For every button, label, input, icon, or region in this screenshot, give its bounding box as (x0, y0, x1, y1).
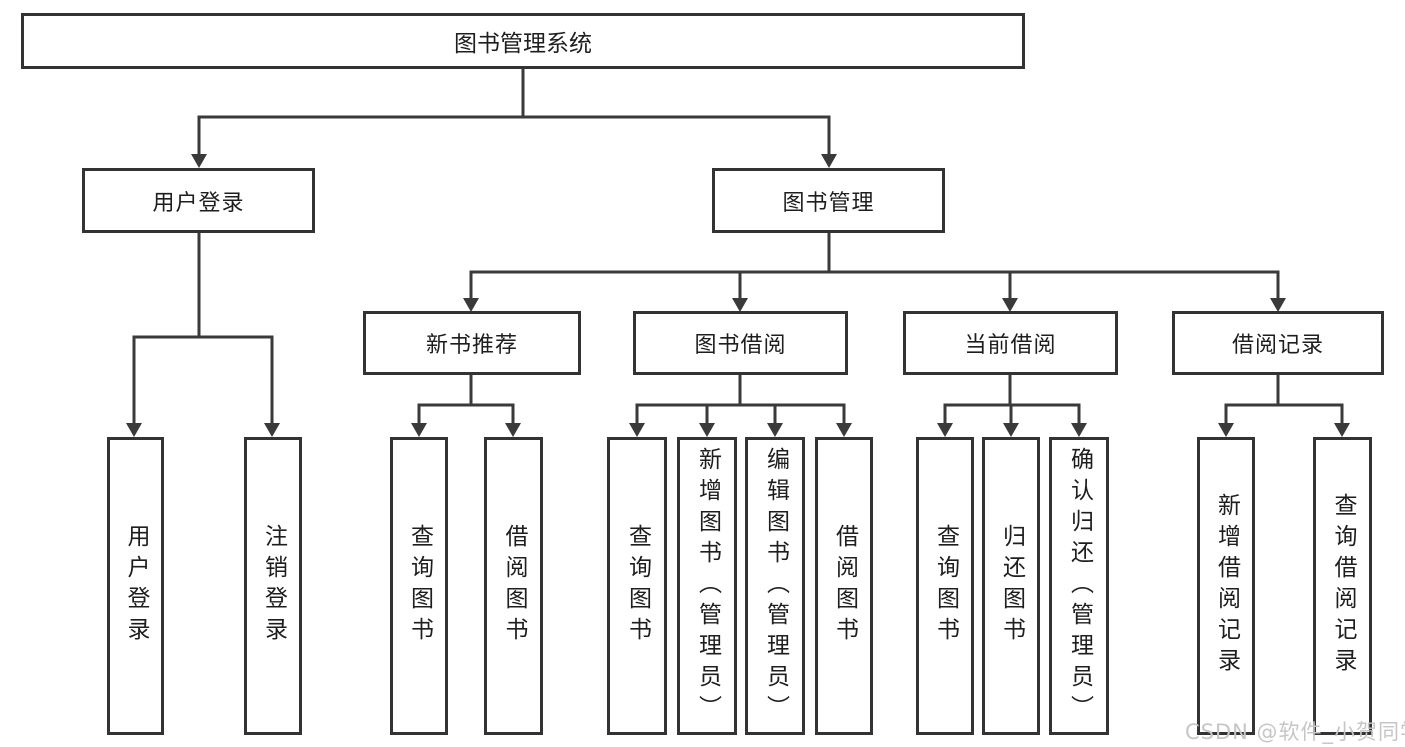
node-return-book: 归还图书 (982, 437, 1040, 735)
node-add-borrow-record: 新增借阅记录 (1197, 437, 1255, 735)
watermark: CSDN @软件_小贺同学 (1185, 720, 1405, 744)
node-borrow-records: 借阅记录 (1172, 311, 1384, 375)
node-current-borrow: 当前借阅 (903, 311, 1118, 375)
node-borrow-books-leaf: 借阅图书 (815, 437, 873, 735)
node-logout-leaf: 注销登录 (244, 437, 302, 735)
node-root: 图书管理系统 (21, 13, 1025, 69)
node-borrow-books-recommend: 借阅图书 (484, 437, 543, 735)
node-new-book-recommend: 新书推荐 (363, 311, 581, 375)
node-query-books-borrow: 查询图书 (607, 437, 667, 735)
node-confirm-return-admin: 确认归还（管理员） (1049, 437, 1109, 735)
node-book-management-branch: 图书管理 (712, 168, 945, 233)
node-query-books-recommend: 查询图书 (390, 437, 448, 735)
node-edit-book-admin: 编辑图书（管理员） (745, 437, 805, 735)
node-user-login-leaf: 用户登录 (107, 437, 164, 735)
node-query-borrow-record: 查询借阅记录 (1313, 437, 1372, 735)
tree-line-segments (132, 68, 1344, 407)
node-query-books-current: 查询图书 (916, 437, 974, 735)
node-add-book-admin: 新增图书（管理员） (677, 437, 737, 735)
node-user-login-branch: 用户登录 (82, 168, 315, 233)
arrow-stems (132, 117, 1344, 425)
node-book-borrow: 图书借阅 (633, 311, 848, 375)
